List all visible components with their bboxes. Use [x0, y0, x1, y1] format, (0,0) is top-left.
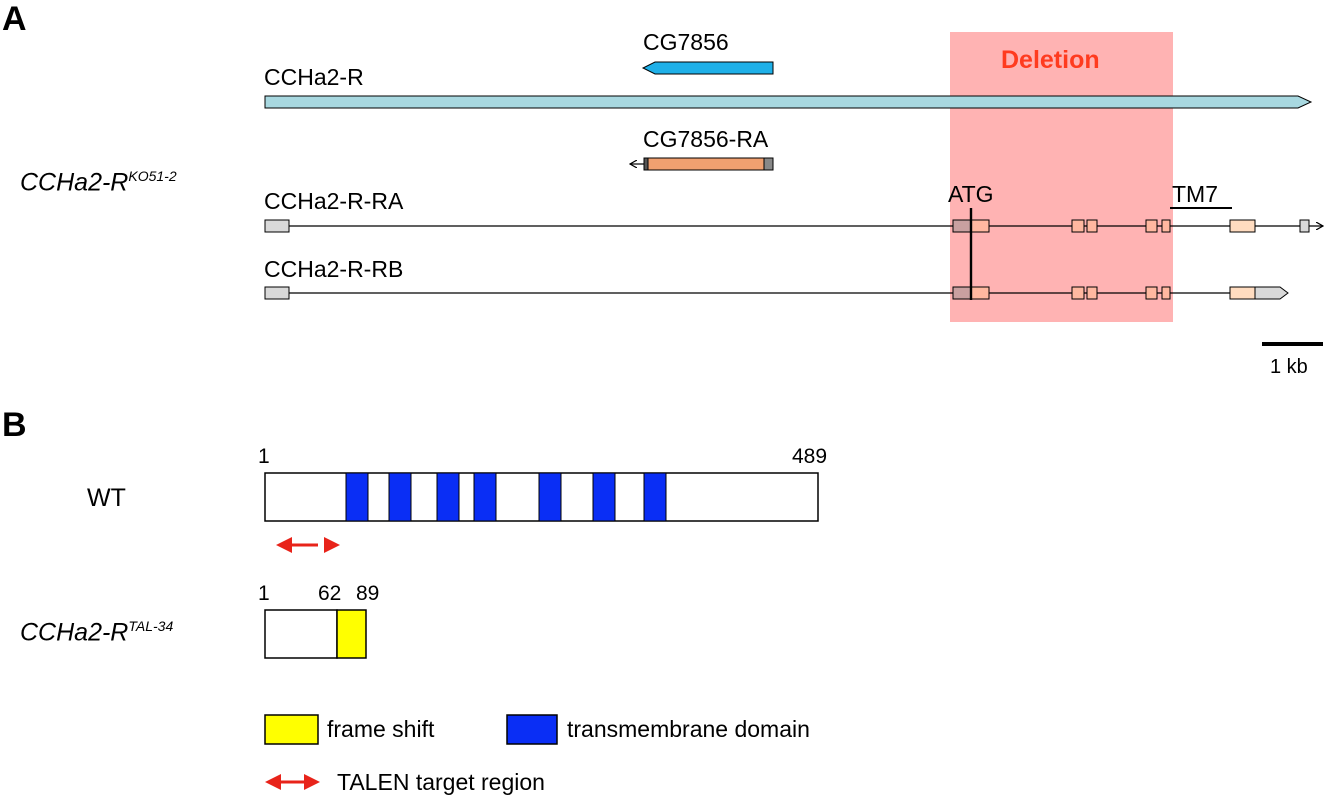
- mutant-protein-box: [264, 609, 338, 659]
- panel-a-letter: A: [2, 0, 27, 38]
- cchar-ra-label: CCHa2-R-RA: [264, 188, 404, 214]
- tm-domain: [643, 472, 667, 522]
- deletion-label: Deletion: [1001, 46, 1100, 74]
- panel-b-letter: B: [2, 406, 27, 444]
- tm7-label: TM7: [1172, 181, 1218, 207]
- tm-domain: [345, 472, 369, 522]
- coding-exon: [1145, 219, 1158, 233]
- coding-exon: [1161, 286, 1171, 300]
- atg-label: ATG: [948, 181, 994, 207]
- utr-exon: [1299, 219, 1310, 233]
- allele-ko-sup: KO51-2: [128, 168, 177, 184]
- mutant-number-89: 89: [356, 582, 380, 605]
- tm-domain: [538, 472, 562, 522]
- frame-shift-segment: [336, 609, 367, 659]
- cg7856-gene-arrow: [641, 61, 774, 75]
- legend-frame-shift-swatch: [264, 714, 319, 745]
- cchar-ra-transcript: [264, 219, 1323, 233]
- mutant-label: CCHa2-RTAL-34: [20, 619, 173, 645]
- wt-label: WT: [87, 484, 126, 512]
- coding-exon: [1229, 286, 1256, 300]
- tm-domain: [592, 472, 616, 522]
- allele-ko-label: CCHa2-RKO51-2: [20, 169, 177, 195]
- coding-exon: [1161, 219, 1171, 233]
- tm-domain: [473, 472, 497, 522]
- cchar-rb-transcript: [264, 286, 1289, 300]
- legend-transmembrane-swatch: [506, 714, 558, 745]
- coding-exon: [1086, 286, 1098, 300]
- coding-exon: [1145, 286, 1158, 300]
- utr-exon: [952, 286, 972, 300]
- coding-exon: [1229, 219, 1256, 233]
- coding-exon: [1071, 286, 1085, 300]
- cg7856-gene-label: CG7856: [643, 29, 729, 55]
- legend-transmembrane-label: transmembrane domain: [567, 716, 810, 742]
- mutant-base: CCHa2-R: [20, 618, 129, 647]
- talen-target-arrow: [276, 537, 340, 553]
- wt-start-number: 1: [258, 445, 270, 468]
- legend-frame-shift-label: frame shift: [327, 716, 435, 742]
- cg7856-ra-label: CG7856-RA: [643, 126, 769, 152]
- allele-ko-base: CCHa2-R: [20, 168, 129, 197]
- legend-talen-label: TALEN target region: [337, 769, 545, 795]
- coding-exon: [1086, 219, 1098, 233]
- mutant-sup: TAL-34: [128, 618, 174, 634]
- deletion-region: [950, 32, 1173, 322]
- mutant-number-1: 1: [258, 582, 270, 605]
- tm-domain: [388, 472, 412, 522]
- cchar-gene-label: CCHa2-R: [264, 64, 364, 90]
- mutant-number-62: 62: [318, 582, 342, 605]
- tm-domain: [436, 472, 460, 522]
- coding-exon: [970, 219, 990, 233]
- coding-exon: [1071, 219, 1085, 233]
- utr-exon: [264, 286, 290, 300]
- legend-talen-arrow: [265, 774, 320, 790]
- scale-bar-label: 1 kb: [1270, 356, 1308, 378]
- coding-exon: [970, 286, 990, 300]
- cchar-rb-label: CCHa2-R-RB: [264, 256, 404, 282]
- tm-domains: [345, 472, 667, 522]
- utr-exon: [952, 219, 972, 233]
- cg7856-ra-transcript: [630, 157, 774, 171]
- wt-end-number: 489: [792, 445, 828, 468]
- utr-exon: [264, 219, 290, 233]
- cchar-gene-arrow: [264, 95, 1313, 109]
- utr-exon-arrow: [1254, 286, 1289, 300]
